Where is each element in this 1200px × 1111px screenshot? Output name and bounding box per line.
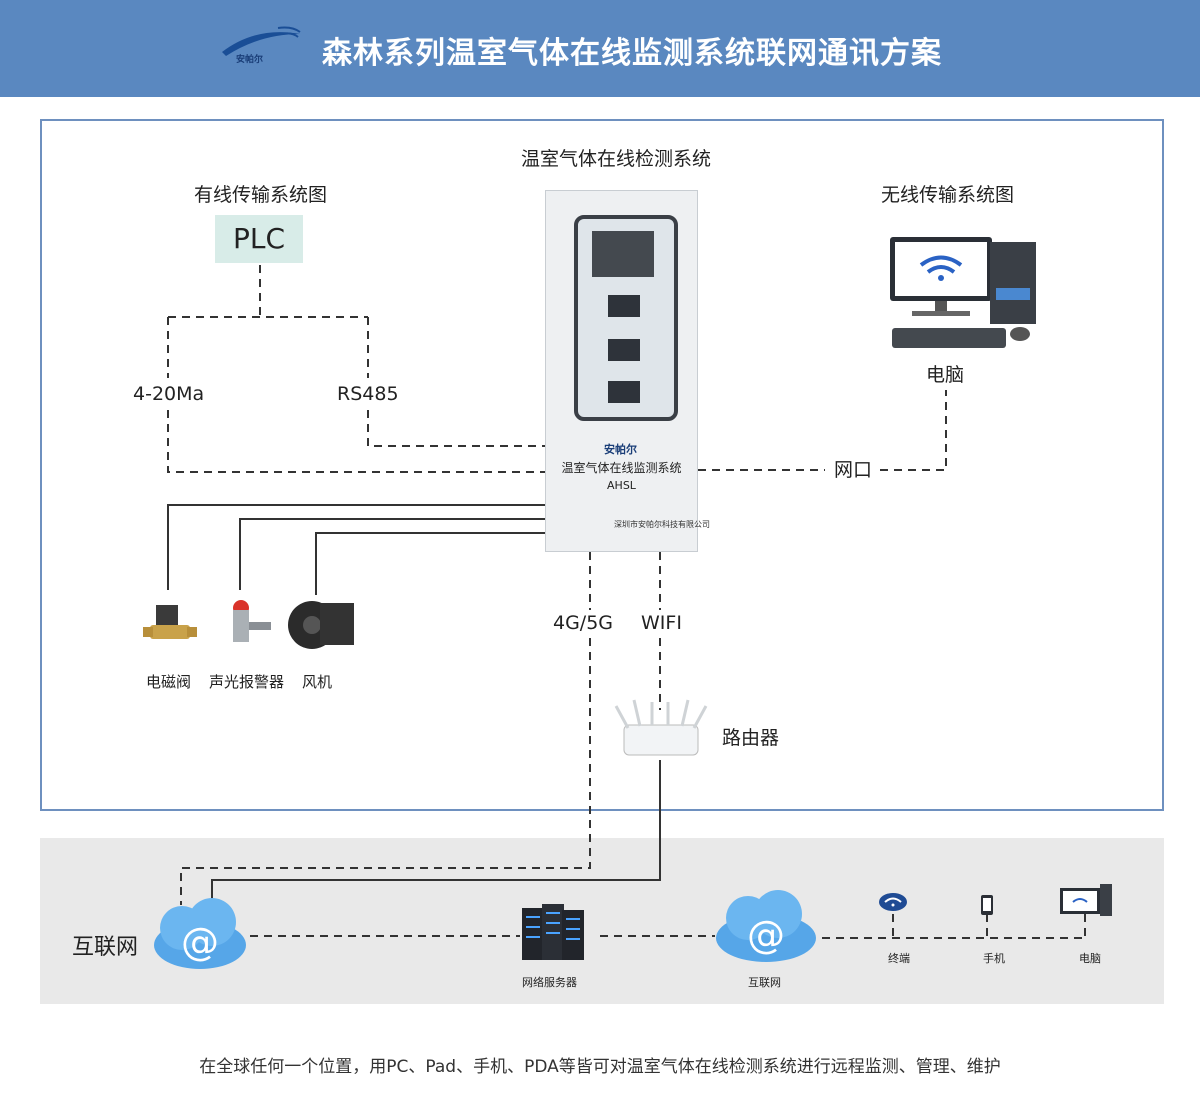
server-label: 网络服务器 — [522, 976, 577, 989]
rs485-label: RS485 — [337, 383, 399, 405]
endpoint-label-pc: 电脑 — [1079, 952, 1101, 965]
header-bar: 安帕尔 森林系列温室气体在线监测系统联网通讯方案 — [0, 0, 1200, 97]
cabinet-name: 温室气体在线监测系统 — [561, 461, 682, 475]
dashed-connections — [167, 265, 1086, 939]
net-port-label: 网口 — [834, 459, 873, 481]
wireless-section-title: 无线传输系统图 — [881, 184, 1015, 206]
internet-cloud-big-icon: @ — [154, 898, 246, 969]
blower-fan-icon — [288, 601, 354, 649]
center-system-title: 温室气体在线检测系统 — [521, 148, 712, 170]
cabinet-screen — [592, 231, 654, 277]
internet-small-label: 互联网 — [748, 976, 781, 989]
plc-box: PLC — [215, 215, 303, 263]
solenoid-valve-icon — [143, 605, 197, 639]
cabinet-model: AHSL — [607, 479, 636, 492]
analyzer-display-2 — [608, 339, 640, 361]
system-frame — [40, 119, 1164, 811]
desktop-pc-icon — [890, 237, 1036, 348]
router-icon — [614, 699, 708, 756]
svg-text:@: @ — [181, 920, 219, 964]
cabinet-company: 深圳市安帕尔科技有限公司 — [614, 520, 710, 529]
terminal-wifi-icon — [879, 893, 907, 911]
device-label-fan: 风机 — [302, 673, 333, 691]
company-logo — [222, 26, 301, 56]
device-label-alarm: 声光报警器 — [209, 673, 285, 691]
endpoint-label-phone: 手机 — [983, 952, 1005, 965]
small-pc-icon — [1060, 884, 1112, 916]
cellular-label: 4G/5G — [553, 612, 614, 634]
wired-section-title: 有线传输系统图 — [194, 184, 328, 206]
analog-signal-label: 4-20Ma — [133, 383, 205, 405]
solid-connections — [167, 504, 661, 910]
phone-icon — [981, 895, 993, 915]
cabinet-logo-text: 安帕尔 — [604, 443, 637, 456]
analyzer-display-3 — [608, 381, 640, 403]
endpoint-label-terminal: 终端 — [888, 952, 910, 965]
internet-big-label: 互联网 — [72, 935, 139, 960]
page-title: 森林系列温室气体在线监测系统联网通讯方案 — [322, 36, 942, 71]
logo-text: 安帕尔 — [236, 55, 264, 65]
alarm-icon — [233, 600, 271, 642]
monitoring-cabinet: 安帕尔 温室气体在线监测系统 AHSL 深圳市安帕尔科技有限公司 — [545, 190, 710, 552]
device-label-solenoid: 电磁阀 — [146, 673, 192, 691]
wifi-label: WIFI — [641, 612, 682, 634]
internet-cloud-small-icon: @ — [716, 890, 816, 962]
footer-caption: 在全球任何一个位置，用PC、Pad、手机、PDA等皆可对温室气体在线检测系统进行… — [199, 1057, 1001, 1077]
server-rack-icon — [522, 904, 584, 960]
pc-label: 电脑 — [926, 364, 965, 386]
router-label: 路由器 — [722, 727, 780, 749]
analyzer-display-1 — [608, 295, 640, 317]
svg-text:@: @ — [747, 913, 785, 957]
